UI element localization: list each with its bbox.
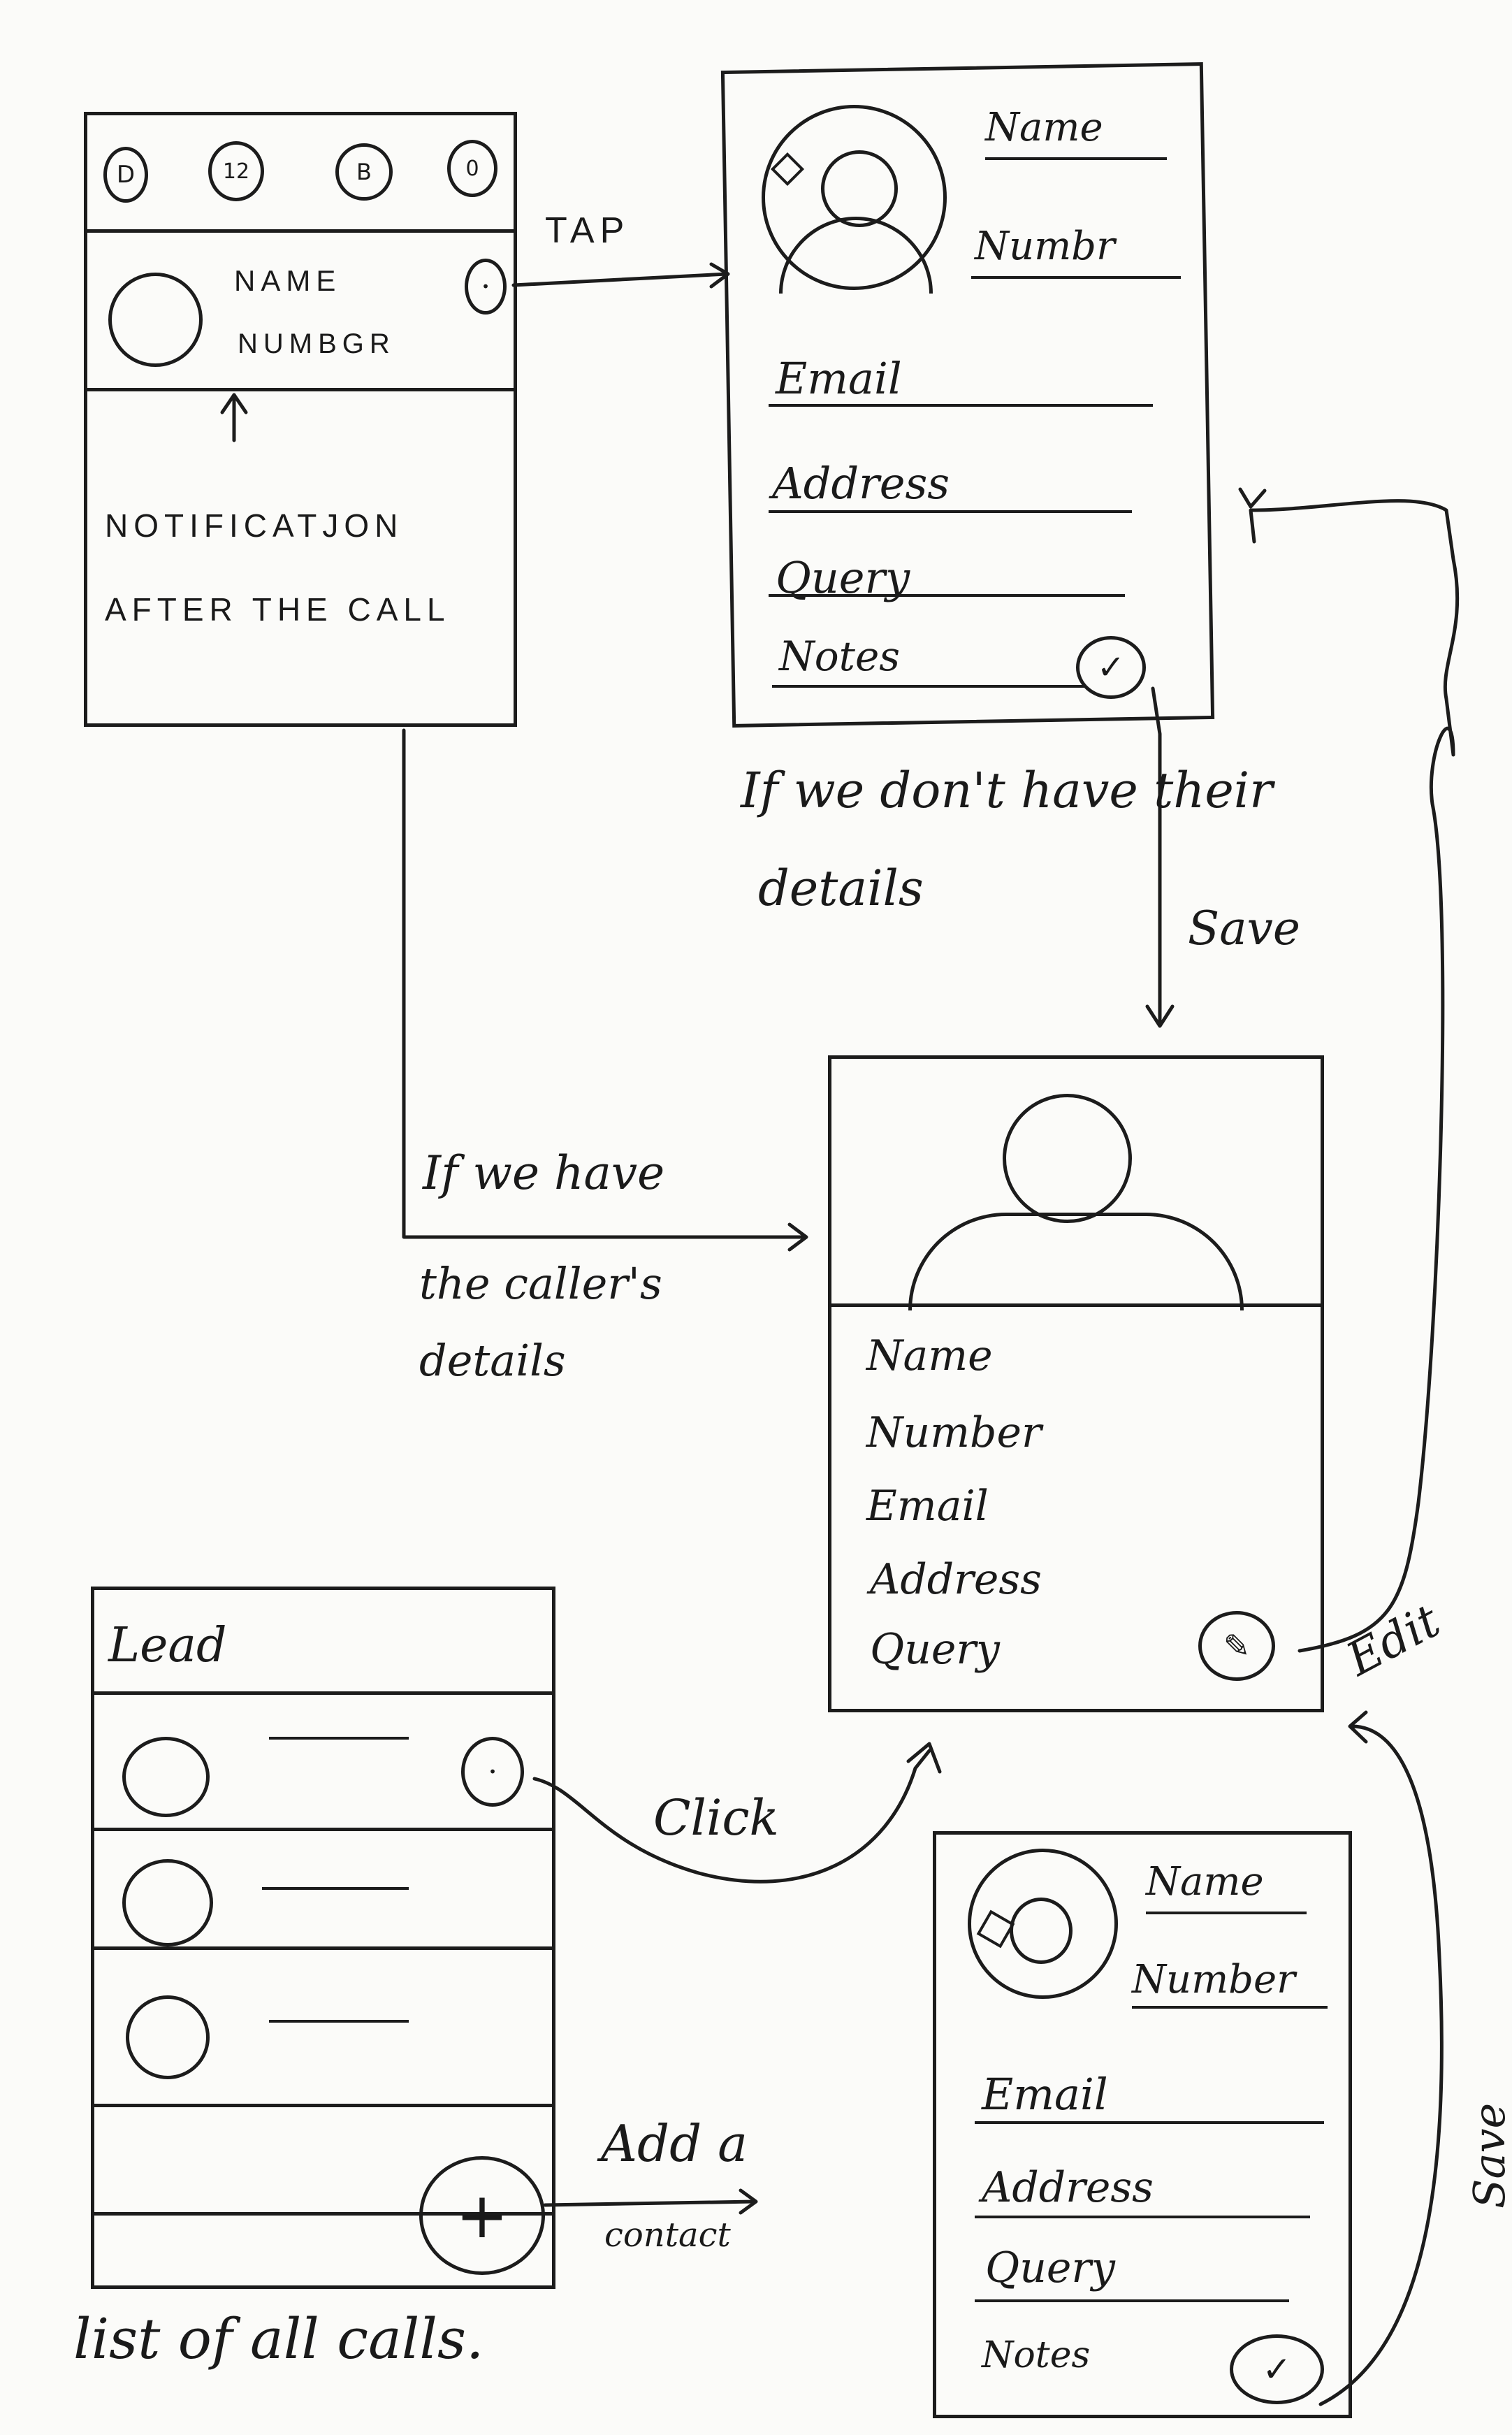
bottom-email-underline[interactable] [975, 2121, 1324, 2124]
lead-title: Lead [108, 1618, 227, 1673]
open-contact-icon[interactable]: • [465, 259, 507, 315]
address-underline[interactable] [769, 510, 1132, 513]
notification-caption-1: NOTIFICATJON [105, 507, 404, 544]
open-lead-icon[interactable]: • [461, 1737, 524, 1807]
name-underline[interactable] [985, 157, 1167, 160]
lead-divider-1 [94, 1691, 552, 1695]
lead-divider-3 [94, 1946, 552, 1950]
tab-icon-label: 12 [222, 159, 250, 184]
tap-arrow [511, 272, 729, 287]
lead-avatar [122, 1859, 213, 1946]
save-label-bottom: Save [1464, 2102, 1512, 2209]
tab-icon-b[interactable]: B [335, 143, 393, 201]
lead-divider-5 [94, 2212, 552, 2216]
field-notes: Notes [779, 633, 901, 680]
contact-number: NUMBGR [238, 328, 395, 359]
profile-head-large [1003, 1094, 1132, 1223]
lead-row[interactable]: • [94, 1695, 552, 1824]
tab-icon-label: D [116, 161, 136, 189]
query-underline[interactable] [769, 594, 1125, 597]
bottom-field-notes: Notes [982, 2334, 1091, 2376]
lead-caption: list of all calls. [73, 2306, 484, 2371]
existing-details-note-3: details [419, 1335, 566, 1386]
lead-name-placeholder [262, 1887, 409, 1890]
save-check-icon[interactable]: ✓ [1076, 636, 1146, 699]
bottom-field-query: Query [985, 2243, 1115, 2292]
profile-head-bottom [1010, 1898, 1073, 1964]
lead-row[interactable] [94, 1831, 552, 1946]
bottom-field-address: Address [982, 2163, 1154, 2212]
lead-avatar [126, 1995, 210, 2079]
field-number: Numbr [975, 224, 1115, 269]
profile-head [821, 150, 898, 227]
contact-avatar [108, 273, 203, 367]
edit-label: Edit [1338, 1594, 1449, 1686]
email-underline[interactable] [769, 404, 1153, 407]
tab-icon-12[interactable]: 12 [208, 141, 264, 201]
tab-icon-0[interactable]: 0 [447, 140, 497, 197]
contact-profile-screen [828, 1055, 1324, 1712]
notes-underline[interactable] [772, 685, 1086, 688]
profile-field-number: Number [866, 1408, 1042, 1457]
lead-screen [91, 1587, 555, 2289]
edit-pencil-icon[interactable]: ✎ [1198, 1611, 1275, 1681]
bottom-field-name: Name [1146, 1859, 1264, 1905]
contact-name: NAME [234, 264, 342, 297]
add-contact-label-1: Add a [601, 2114, 748, 2173]
existing-details-note-2: the caller's [419, 1258, 662, 1309]
tab-icon-label: B [356, 159, 372, 185]
notification-caption-2: AFTER THE CALL [105, 591, 451, 628]
bottom-address-underline[interactable] [975, 2216, 1310, 2218]
profile-photo-bottom [968, 1849, 1118, 1999]
add-contact-icon[interactable]: + [419, 2156, 545, 2275]
number-underline[interactable] [971, 276, 1181, 279]
add-contact-arrow [543, 2199, 757, 2207]
tap-label: TAP [545, 210, 630, 251]
save-label-top: Save [1188, 902, 1300, 955]
profile-field-query: Query [870, 1625, 1000, 1674]
field-email: Email [776, 353, 902, 404]
bottom-query-underline[interactable] [975, 2299, 1289, 2302]
profile-field-email: Email [866, 1482, 989, 1531]
bottom-number-underline[interactable] [1132, 2006, 1328, 2009]
bottom-field-number: Number [1132, 1957, 1295, 2002]
field-address: Address [772, 458, 950, 509]
save-arrow-top [1151, 686, 1162, 1026]
lead-divider-2 [94, 1828, 552, 1831]
missing-details-note-1: If we don't have their [741, 762, 1273, 819]
tab-divider [87, 229, 514, 233]
profile-field-address: Address [870, 1555, 1042, 1604]
click-label: Click [653, 1789, 779, 1847]
field-name: Name [985, 105, 1103, 150]
lead-name-placeholder [269, 2020, 409, 2023]
lead-row[interactable] [94, 1950, 552, 2100]
lead-name-placeholder [269, 1737, 409, 1740]
tab-icon-d[interactable]: D [103, 147, 148, 203]
bottom-field-email: Email [982, 2069, 1108, 2120]
notification-screen [84, 112, 517, 727]
save-check-icon-bottom[interactable]: ✓ [1230, 2334, 1324, 2404]
lead-avatar [122, 1737, 210, 1817]
add-contact-label-2: contact [604, 2216, 731, 2255]
missing-details-note-2: details [758, 860, 924, 917]
bottom-name-underline[interactable] [1146, 1912, 1307, 1914]
contact-divider [87, 388, 514, 391]
lead-divider-4 [94, 2104, 552, 2107]
profile-shoulders-large [908, 1213, 1244, 1310]
tab-icon-label: 0 [465, 156, 479, 181]
profile-field-name: Name [866, 1331, 993, 1380]
existing-details-note-1: If we have [423, 1146, 665, 1200]
edit-form-bottom [933, 1831, 1352, 2418]
